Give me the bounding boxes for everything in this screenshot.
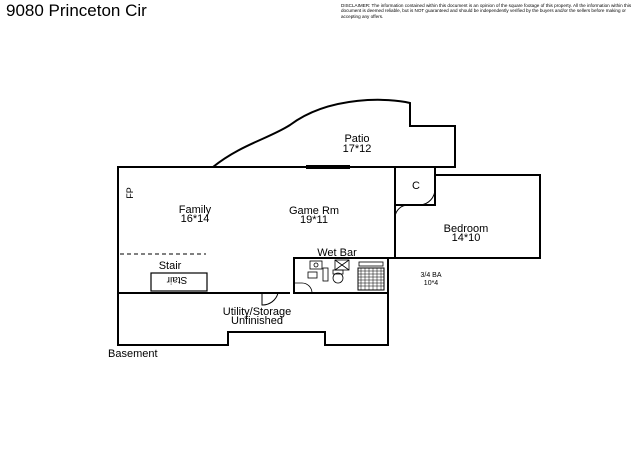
wet-bar-block — [293, 257, 389, 294]
shower-pan — [357, 267, 385, 291]
game-room-label: Game Rm — [289, 205, 339, 217]
family-label: Family — [179, 204, 212, 216]
stair-label-upper: Stair — [159, 260, 182, 272]
patio-label: Patio — [344, 133, 369, 145]
closet-outline — [395, 166, 436, 206]
patio-dims: 17*12 — [343, 143, 372, 155]
stair-box — [150, 272, 208, 292]
bedroom-label: Bedroom — [444, 223, 489, 235]
patio-outline — [212, 98, 456, 168]
bedroom-door — [394, 204, 409, 218]
bedroom-dims: 14*10 — [452, 232, 481, 244]
bath-label: 3/4 BA — [420, 272, 441, 279]
fireplace-label: FP — [125, 187, 135, 199]
utility-label: Utility/Storage — [223, 306, 291, 318]
floor-label: Basement — [108, 348, 158, 360]
bedroom-outline — [394, 174, 541, 259]
closet-door — [419, 188, 436, 206]
family-dims: 16*14 — [181, 213, 210, 225]
utility-sub-label: Unfinished — [231, 315, 283, 327]
wet-bar-label: Wet Bar — [317, 247, 357, 259]
closet-label: C — [412, 180, 420, 192]
utility-door — [261, 292, 279, 306]
stair-label-lower: Stair — [166, 274, 187, 285]
property-title: 9080 Princeton Cir — [6, 1, 147, 20]
game-room-dims: 19*11 — [300, 214, 328, 226]
bath-dims: 10*4 — [424, 280, 439, 287]
toilet — [332, 269, 344, 275]
disclaimer-text: DISCLAIMER: The information contained wi… — [341, 3, 632, 19]
